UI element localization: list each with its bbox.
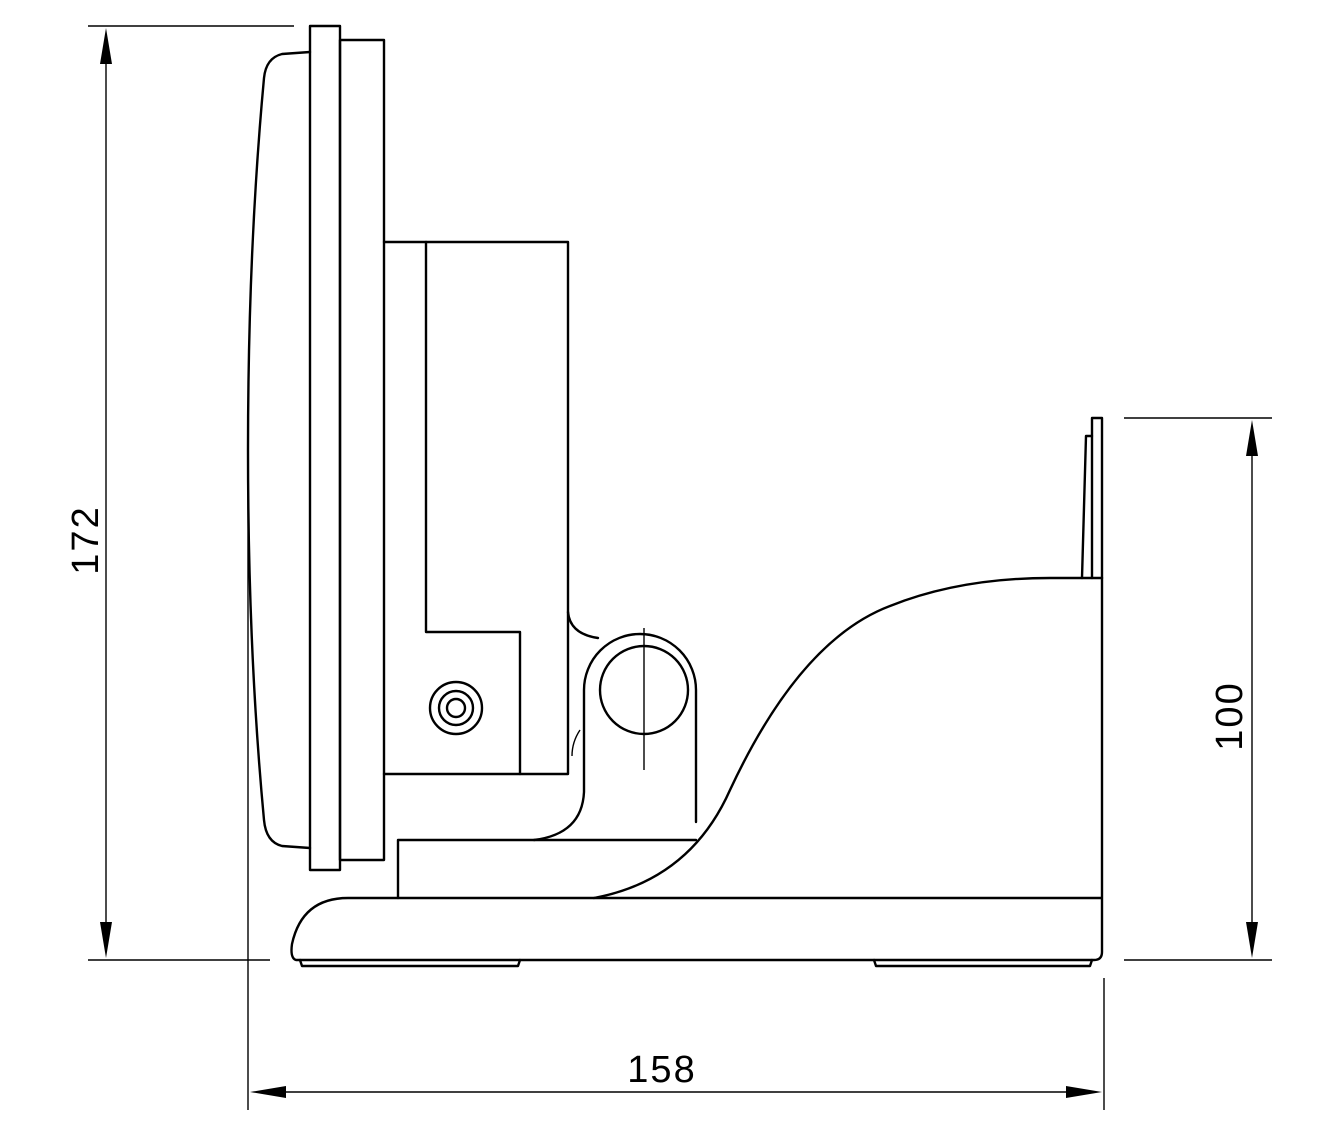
rear-housing xyxy=(382,240,570,776)
rear-post-lip xyxy=(1080,434,1094,580)
dimension-label-100: 100 xyxy=(1209,681,1251,750)
dimension-width-total: 158 xyxy=(247,460,1105,1110)
front-lens xyxy=(246,50,312,850)
screw-head-outer xyxy=(428,680,484,736)
rear-housing-inner xyxy=(424,240,522,776)
dimension-label-158: 158 xyxy=(627,1049,696,1091)
pivot-arm xyxy=(532,632,698,842)
mounting-bracket xyxy=(396,838,698,900)
front-bezel xyxy=(308,24,342,872)
base-plate xyxy=(290,576,1104,962)
dimension-label-172: 172 xyxy=(65,505,107,574)
arrow-down-icon xyxy=(1246,922,1258,958)
rear-housing-fillet xyxy=(566,610,600,640)
foot-right xyxy=(872,958,1094,968)
rear-post xyxy=(1090,416,1104,580)
arrow-right-icon xyxy=(1066,1086,1102,1098)
dimension-height-base: 100 xyxy=(1124,417,1272,961)
device-side-view xyxy=(246,24,1104,968)
dimension-height-total: 172 xyxy=(65,25,294,961)
arrow-left-icon xyxy=(250,1086,286,1098)
screw-head-mid xyxy=(437,689,475,727)
arrow-up-icon xyxy=(1246,420,1258,456)
bracket-curve xyxy=(592,576,1104,900)
pivot-arm-inner xyxy=(571,729,581,757)
screw-head-inner xyxy=(445,697,467,719)
bezel-frame xyxy=(338,38,386,862)
arrow-up-icon xyxy=(100,28,112,64)
foot-left xyxy=(298,958,522,968)
arrow-down-icon xyxy=(100,922,112,958)
